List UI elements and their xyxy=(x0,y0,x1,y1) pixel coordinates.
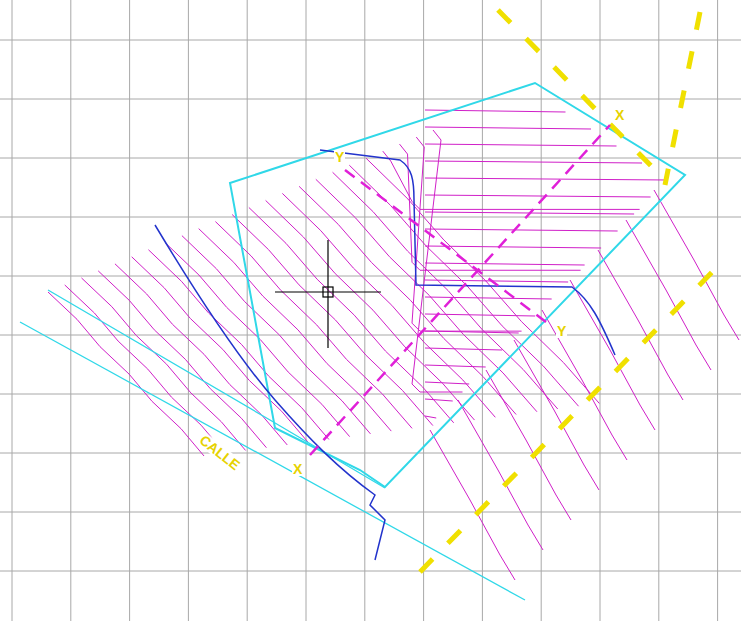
contour-line xyxy=(430,430,515,580)
axis-label: X xyxy=(614,108,625,122)
contour-line xyxy=(425,331,519,333)
contour-line xyxy=(425,229,618,231)
contour-line xyxy=(383,151,640,209)
contour-line xyxy=(165,243,349,437)
contour-line xyxy=(425,314,535,316)
contour-line xyxy=(425,127,591,129)
contour-line xyxy=(333,172,558,409)
contour-line xyxy=(400,144,581,270)
contour-line xyxy=(425,263,585,265)
contour-line xyxy=(425,416,436,418)
contour-line xyxy=(215,222,412,429)
index-contour xyxy=(155,225,385,560)
contour-line xyxy=(486,370,571,520)
contour-line xyxy=(598,250,683,400)
contour-line xyxy=(425,195,651,197)
contour-line xyxy=(654,190,739,340)
crosshair-cursor xyxy=(275,240,381,348)
axis-line xyxy=(310,125,610,455)
contour-line xyxy=(514,340,599,490)
contour-line xyxy=(626,220,711,370)
contour-line xyxy=(425,178,667,180)
contour-line xyxy=(299,186,516,414)
contour-line xyxy=(425,161,642,163)
contour-line xyxy=(458,400,543,550)
axis-label: Y xyxy=(556,324,567,338)
contour-line xyxy=(425,348,502,350)
contour-lines xyxy=(48,110,739,580)
contour-line xyxy=(282,193,495,417)
contour-line xyxy=(542,310,627,460)
contour-line xyxy=(425,399,453,401)
contour-line xyxy=(48,292,204,456)
axis-label: X xyxy=(292,462,303,476)
contour-line xyxy=(425,297,552,299)
contour-line xyxy=(412,130,463,392)
contour-line xyxy=(81,278,245,451)
contour-line xyxy=(182,236,371,434)
contour-line xyxy=(65,285,225,453)
contour-line xyxy=(148,250,328,440)
contour-line xyxy=(199,229,392,432)
contour-line xyxy=(366,158,599,403)
index-contour xyxy=(320,150,615,355)
street-edge xyxy=(20,322,525,600)
setback-line xyxy=(420,10,722,572)
contour-line xyxy=(316,179,537,411)
contour-line xyxy=(425,144,617,146)
contour-line xyxy=(425,246,601,248)
contour-line xyxy=(425,365,486,367)
contour-line xyxy=(425,382,469,384)
axis-label: Y xyxy=(334,150,345,164)
contour-line xyxy=(570,280,655,430)
street-name: CALLE xyxy=(196,432,243,473)
contour-line xyxy=(132,257,308,442)
contour-line xyxy=(425,280,568,282)
